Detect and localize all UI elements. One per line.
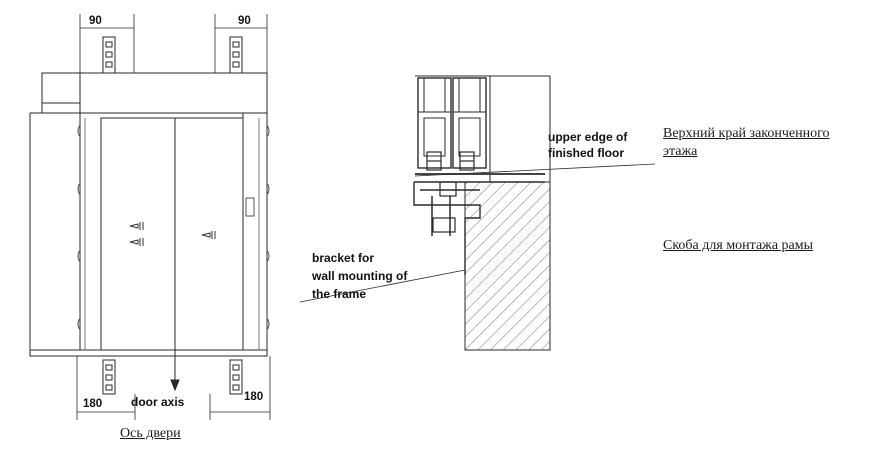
bracket-caption-ru: Скоба для монтажа рамы — [663, 238, 814, 253]
floor-label-line-2: finished floor — [548, 146, 624, 160]
dim-top-left: 90 — [89, 15, 102, 27]
dim-bottom-right: 180 — [244, 391, 263, 403]
floor-label-line-1: upper edge of — [548, 130, 628, 144]
door-axis-label: door axis — [131, 395, 185, 409]
top-header-box — [41, 72, 268, 114]
bottom-bracket-left — [102, 359, 116, 395]
bracket-label-line-3: the frame — [312, 287, 366, 301]
floor-leader — [414, 163, 656, 177]
dim-bottom-left: 180 — [83, 398, 102, 410]
floor-caption-ru-line-1: Верхний край законченного — [663, 126, 830, 141]
front-view — [29, 14, 271, 420]
door-axis-arrow — [170, 379, 180, 392]
bracket-label-line-2: wall mounting of — [311, 269, 408, 283]
bracket-label-line-1: bracket for — [312, 251, 374, 265]
dim-top-right: 90 — [238, 15, 251, 27]
top-bracket-left — [102, 36, 116, 74]
bottom-bracket-right — [229, 359, 243, 395]
top-bracket-right — [229, 36, 243, 74]
floor-caption-ru-line-2: этажа — [663, 144, 698, 159]
section-view — [299, 75, 656, 351]
frame-profile-right — [452, 77, 487, 169]
axis-caption-ru: Ось двери — [120, 426, 181, 441]
bracket-leader — [299, 269, 466, 303]
frame-profile-left — [417, 77, 452, 169]
wall-hatch — [464, 181, 551, 351]
bolts — [426, 151, 475, 233]
door-frame — [29, 112, 268, 357]
mounting-bracket — [413, 181, 545, 275]
door-handle — [245, 197, 255, 217]
